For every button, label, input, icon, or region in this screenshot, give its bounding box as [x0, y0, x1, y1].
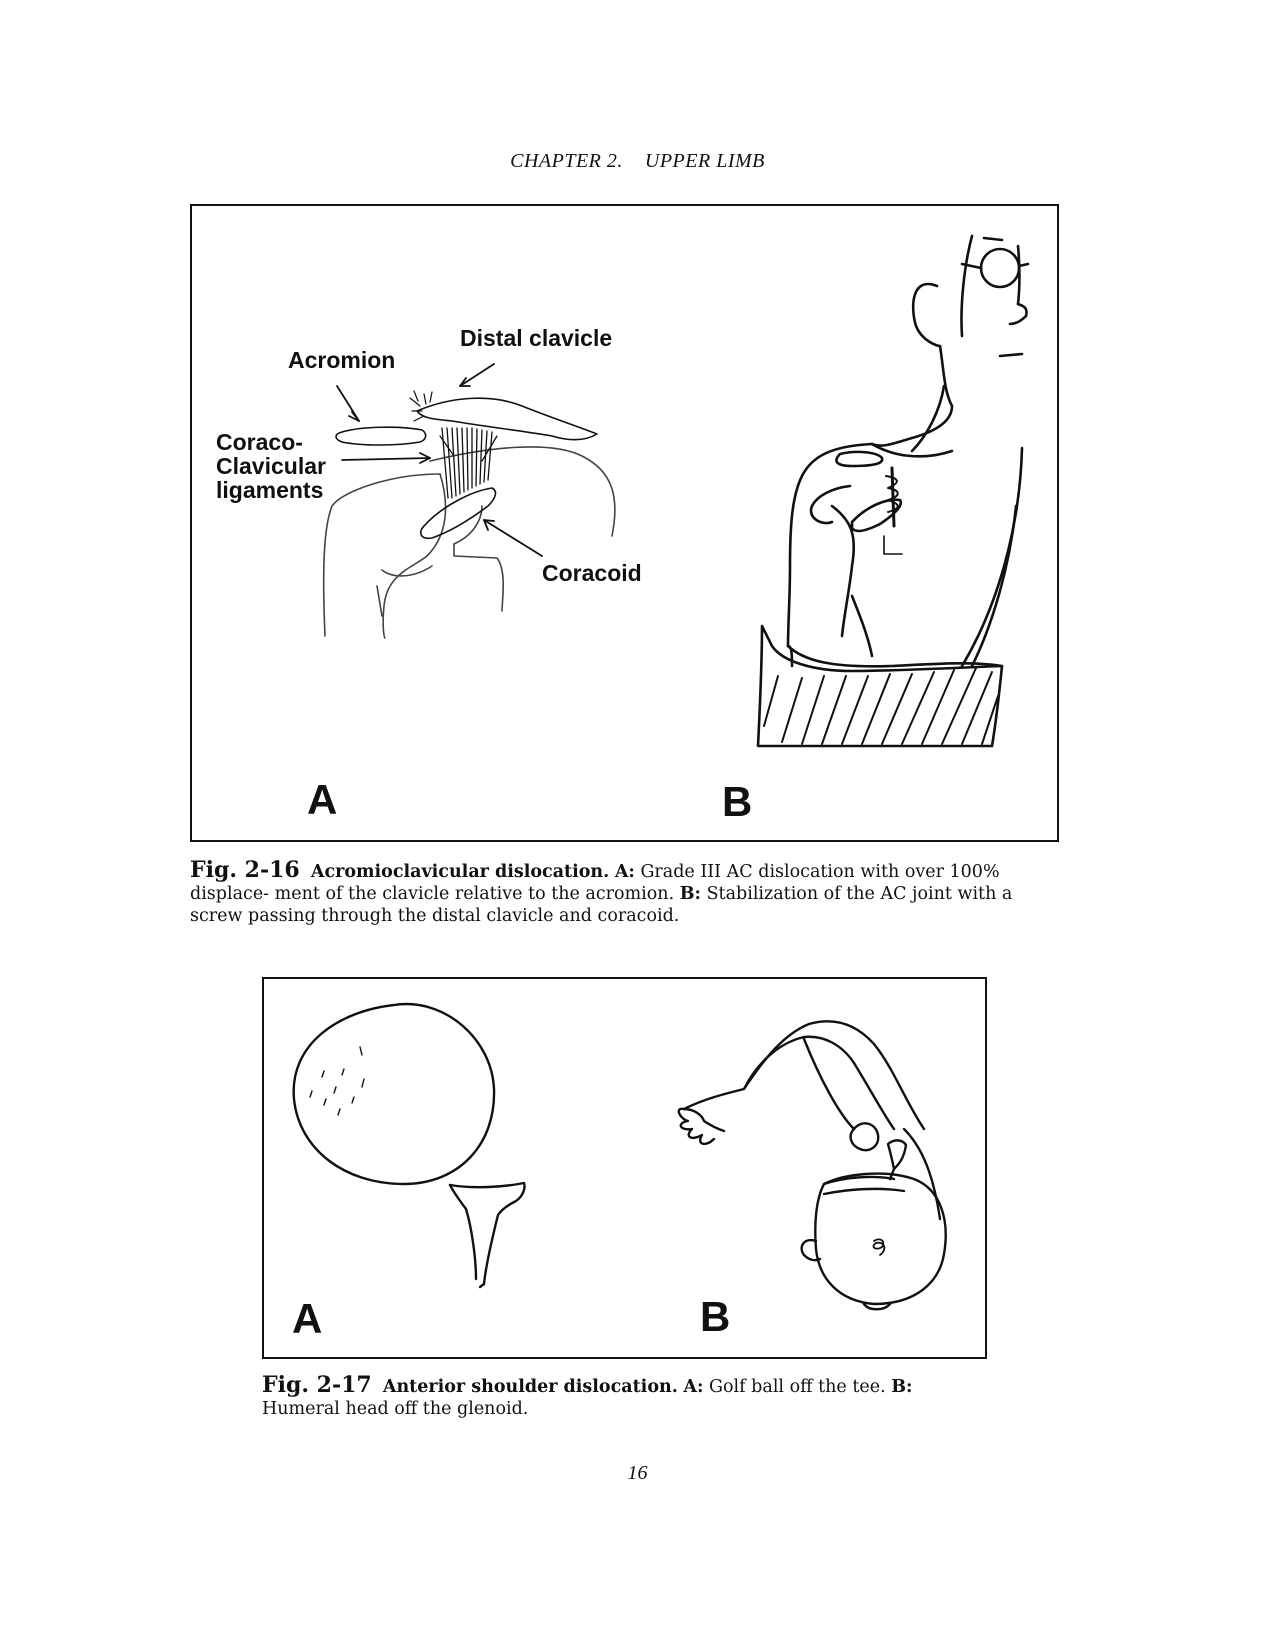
figure-2-16: Acromion Distal clavicle Coraco- Clavicu…: [190, 204, 1059, 842]
figure-b-person-drawing: [677, 1020, 947, 1311]
acromion-drawing: [335, 426, 427, 446]
sling-hatching: [763, 667, 999, 745]
fig17-a-text: Golf ball off the tee.: [709, 1377, 886, 1397]
leader-arrows: [336, 363, 543, 557]
golf-ball-dimples: [309, 1046, 365, 1116]
fig17-title: Anterior shoulder dislocation.: [382, 1377, 678, 1397]
figure-2-17: A B: [262, 977, 987, 1359]
fig17-b-label: B:: [891, 1377, 913, 1397]
golf-ball-drawing: [292, 1002, 496, 1186]
label-coraco-line2: Clavicular: [216, 453, 326, 479]
fig16-b-label: B:: [679, 884, 701, 904]
label-coraco-line1: Coraco-: [216, 429, 303, 455]
fig16-a-label: A:: [614, 862, 635, 882]
cc-ligaments-drawing: [439, 427, 498, 499]
golf-tee-drawing: [448, 1181, 526, 1289]
fig17-number: Fig. 2-17: [262, 1372, 372, 1398]
label-acromion: Acromion: [288, 347, 396, 373]
running-header: CHAPTER 2. UPPER LIMB: [0, 150, 1275, 173]
fig16-a-text: Grade III AC dislocation with over 100% …: [190, 862, 1000, 904]
fig16-title: Acromioclavicular dislocation.: [310, 862, 610, 882]
figure-2-17-caption: Fig. 2-17 Anterior shoulder dislocation.…: [262, 1374, 982, 1420]
fig16-panel-a-letter: A: [307, 776, 338, 823]
header-chapter: CHAPTER 2.: [510, 150, 623, 172]
fig17-panel-b-letter: B: [700, 1293, 731, 1340]
header-section: UPPER LIMB: [644, 150, 765, 172]
scapula-outline-drawing: [322, 446, 616, 639]
label-distal-clavicle: Distal clavicle: [460, 325, 613, 351]
figure-2-17-illustration: [292, 1002, 947, 1311]
fig16-panel-b-letter: B: [722, 778, 753, 825]
figure-b-drawing: [756, 234, 1030, 748]
figure-2-16-caption: Fig. 2-16 Acromioclavicular dislocation.…: [190, 859, 1060, 927]
fig17-panel-a-letter: A: [292, 1295, 323, 1342]
label-coracoid: Coracoid: [542, 560, 642, 586]
coracoid-drawing: [419, 487, 497, 540]
fig16-b-text: Stabilization of the AC joint with a scr…: [190, 884, 1013, 926]
fig17-b-text: Humeral head off the glenoid.: [262, 1399, 529, 1419]
figure-2-16-illustration: [322, 234, 1030, 748]
fig16-number: Fig. 2-16: [190, 857, 300, 883]
frayed-clavicle-end: [409, 390, 433, 422]
page-number: 16: [627, 1462, 648, 1484]
distal-clavicle-drawing: [416, 397, 598, 441]
label-coraco-line3: ligaments: [216, 477, 324, 503]
fig17-a-label: A:: [683, 1377, 704, 1397]
